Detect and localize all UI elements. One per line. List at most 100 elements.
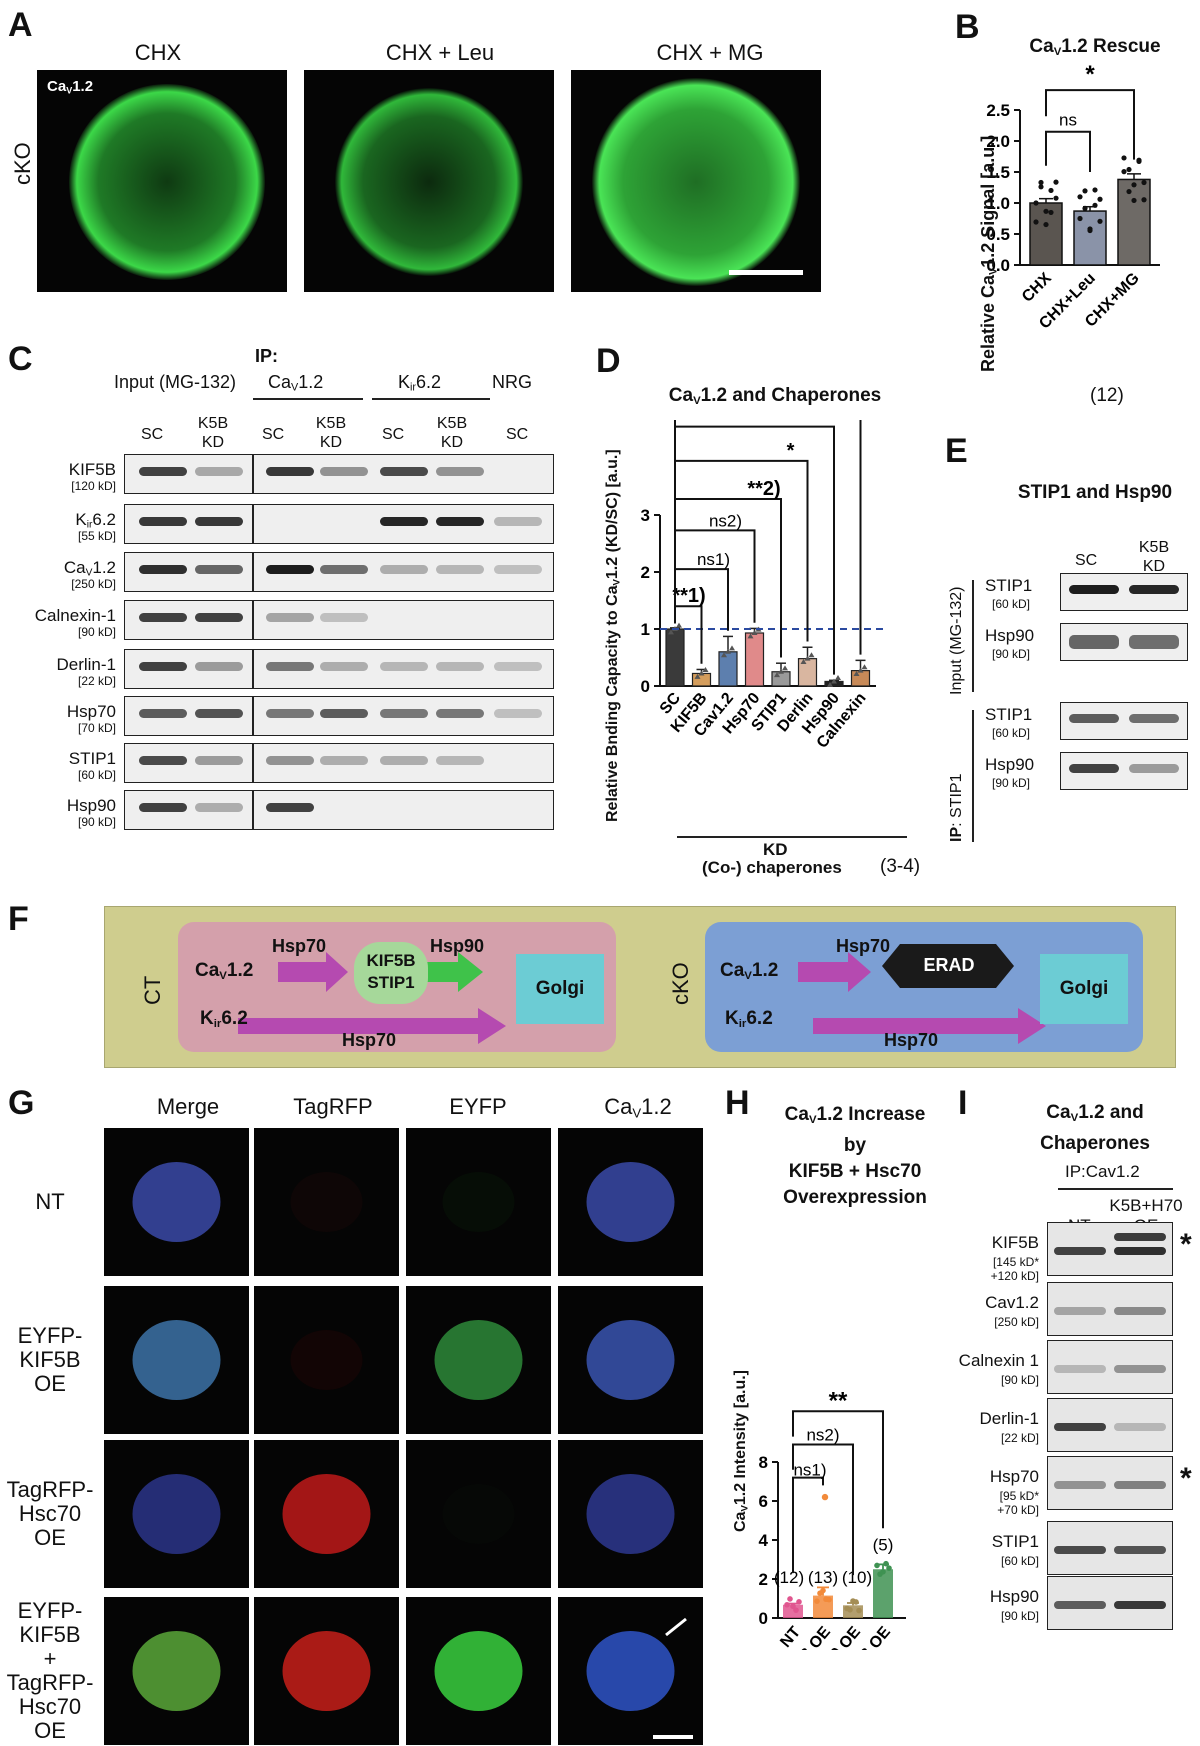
a-micrograph-chx: CaV1.2	[37, 70, 287, 292]
d-bar	[797, 658, 818, 687]
g-cell-svg	[282, 1474, 371, 1554]
e-blot	[1060, 623, 1188, 661]
e-title: STIP1 and Hsp90	[1017, 482, 1173, 503]
c-blot-band	[266, 467, 314, 476]
b-datapoint	[1092, 202, 1098, 208]
d-n-label: (3-4)	[880, 856, 921, 877]
c-blot-band	[436, 756, 484, 765]
g-micrograph	[104, 1440, 249, 1588]
g-cell-svg	[434, 1631, 523, 1711]
c-protein-name: STIP1	[68, 749, 116, 768]
c-protein-size: [22 kD]	[77, 674, 116, 688]
f-erad-shape	[882, 944, 1014, 988]
c-blot-ip	[253, 649, 554, 689]
e-blot-band	[1129, 635, 1179, 649]
d-ytick-label: 2	[641, 563, 650, 582]
h-datapoint	[847, 1606, 853, 1613]
h-sig-ns1: ns1)	[793, 1461, 826, 1480]
i-protein-size-2: +120 kD]	[990, 1269, 1039, 1283]
f-arrows-svg	[238, 944, 1046, 1044]
c-lane-sc-4: SC	[506, 426, 529, 443]
c-blot-band	[320, 565, 368, 574]
d-ytick-label: 0	[641, 677, 650, 696]
b-datapoint	[1092, 187, 1098, 193]
i-protein-size: [90 kD]	[1000, 1609, 1039, 1623]
g-cell-body	[586, 1631, 675, 1711]
f-cko-cav-label: CaV1.2	[720, 960, 779, 982]
d-datapoint	[835, 675, 841, 681]
f-ct-hsp70-label: Hsp70	[272, 936, 327, 956]
e-protein-size: [90 kD]	[992, 647, 1031, 661]
panel-label-i: I	[958, 1084, 968, 1122]
b-datapoint	[1043, 221, 1049, 228]
c-blot-input	[124, 600, 253, 640]
d-datapoint	[774, 672, 780, 678]
g-micrograph	[254, 1128, 399, 1276]
h-sig-stars: **	[829, 1387, 848, 1414]
c-blot-ip	[253, 454, 554, 494]
panel-label-c: C	[8, 340, 33, 378]
i-ip-underline	[1058, 1188, 1173, 1190]
g-micrograph	[558, 1440, 703, 1588]
i-protein-name: Hsp70	[989, 1467, 1039, 1486]
e-lane-sc: SC	[1075, 552, 1098, 569]
c-nrg-label: NRG	[492, 372, 532, 392]
e-blot-band	[1069, 585, 1119, 594]
d-datapoint	[668, 629, 674, 635]
c-protein-name: Hsp90	[66, 796, 116, 815]
f-ct-arrow-kir	[238, 1008, 506, 1044]
f-erad-label: ERAD	[923, 955, 975, 975]
h-datapoint	[856, 1607, 862, 1614]
f-cko-arrow-hsp70	[798, 952, 871, 992]
c-blot-band	[266, 565, 314, 574]
d-datapoint	[694, 673, 701, 679]
d-datapoint	[676, 622, 682, 628]
h-ytick-label: 2	[759, 1570, 768, 1589]
e-blot	[1060, 702, 1188, 740]
h-n-label: (12)	[774, 1568, 804, 1587]
h-datapoint	[874, 1562, 880, 1569]
b-datapoint	[1038, 184, 1044, 190]
f-cko-golgi-box	[1040, 954, 1128, 1024]
b-datapoint	[1048, 209, 1054, 216]
d-datapoint	[853, 671, 860, 677]
g-cell-body	[442, 1172, 515, 1232]
h-n-label: (5)	[873, 1535, 894, 1554]
g-micrograph	[406, 1286, 551, 1434]
h-datapoint	[784, 1601, 790, 1608]
c-blot-band	[266, 613, 314, 622]
g-row-label: OE	[34, 1525, 66, 1550]
c-blot-input	[124, 454, 253, 494]
c-ip-kir-label: Kir6.2	[398, 372, 442, 394]
g-micrograph	[406, 1128, 551, 1276]
c-ip-kir-underline	[372, 398, 490, 400]
h-ytick-label: 4	[759, 1531, 769, 1550]
h-n-label: (13)	[808, 1568, 838, 1587]
g-cell-svg	[132, 1631, 221, 1711]
c-protein-size: [70 kD]	[77, 721, 116, 735]
c-blot-band	[195, 709, 243, 718]
c-blot-band	[320, 662, 368, 671]
i-protein-name: STIP1	[991, 1532, 1039, 1551]
d-ytick-label: 3	[641, 506, 650, 525]
c-blot-band	[380, 565, 428, 574]
f-kif5b-stip1-blob	[354, 942, 428, 1004]
e-blot-band	[1129, 764, 1179, 773]
b-bar	[1117, 178, 1151, 266]
c-protein-size: [120 kD]	[71, 479, 116, 493]
i-blot-band	[1114, 1423, 1166, 1431]
b-datapoint	[1043, 208, 1049, 214]
c-blot-band	[494, 565, 542, 574]
c-protein-size: [55 kD]	[77, 529, 116, 543]
g-cell-svg	[586, 1617, 693, 1739]
c-blot-band	[266, 709, 314, 718]
i-blot	[1047, 1282, 1173, 1336]
g-cell-body	[282, 1474, 371, 1554]
c-blot-band	[139, 662, 187, 671]
g-col-title-cav: CaV1.2	[604, 1094, 672, 1121]
panel-label-a: A	[8, 6, 33, 44]
f-ct-kir-label: Kir6.2	[200, 1008, 248, 1030]
i-blot-band	[1054, 1481, 1106, 1489]
d-datapoint	[800, 659, 807, 665]
